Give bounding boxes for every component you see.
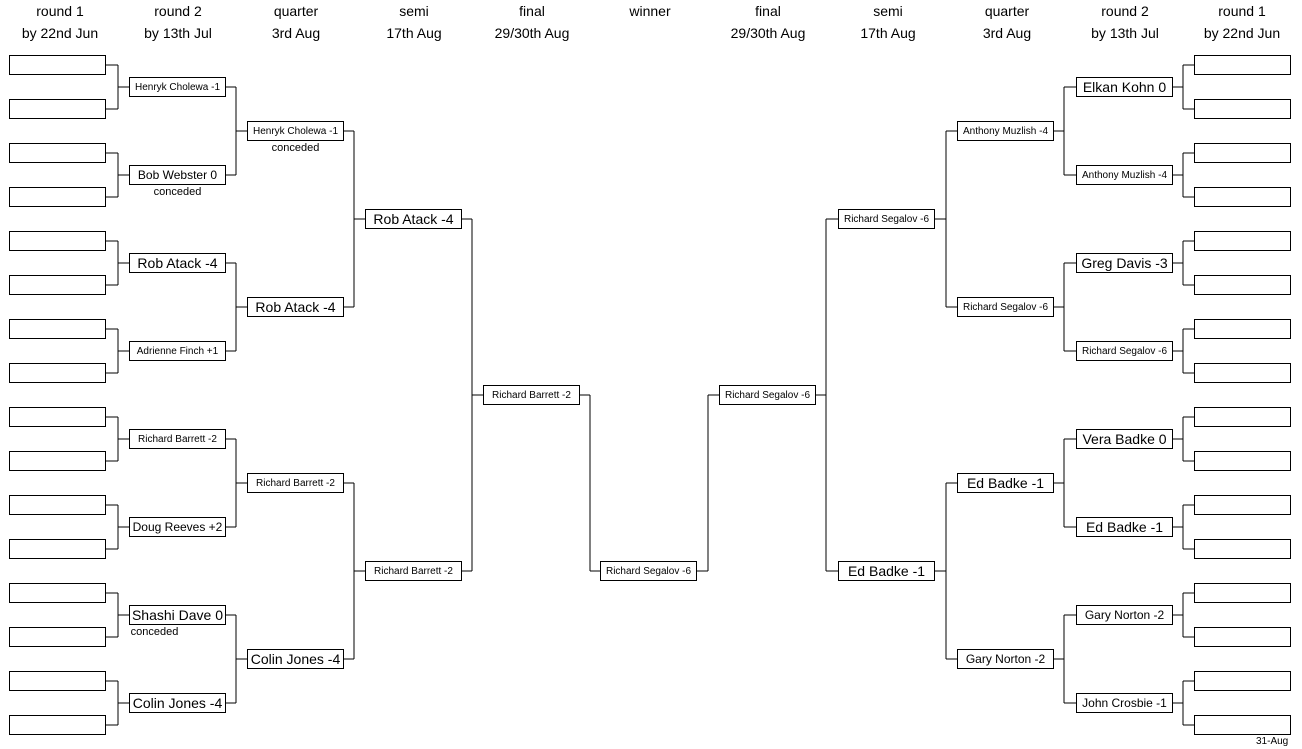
right-round2-entry: Vera Badke 0	[1076, 429, 1173, 449]
right-round1-slot	[1194, 451, 1291, 471]
right-round1-slot	[1194, 627, 1291, 647]
left-round1-slot	[9, 143, 106, 163]
right-round1-slot	[1194, 539, 1291, 559]
right-round1-slot	[1194, 187, 1291, 207]
right-semi-entry: Richard Segalov -6	[838, 209, 935, 229]
left-round1-slot	[9, 539, 106, 559]
right-round1-slot	[1194, 143, 1291, 163]
right-round1-slot	[1194, 231, 1291, 251]
right-quarter-entry: Anthony Muzlish -4	[957, 121, 1054, 141]
header-winner: winner	[629, 3, 671, 19]
left-semi-entry: Rob Atack -4	[365, 209, 462, 229]
conceded-note: conceded	[130, 626, 179, 638]
left-final-entry: Richard Barrett -2	[483, 385, 580, 405]
right-quarter-entry: Richard Segalov -6	[957, 297, 1054, 317]
left-round2-entry: Shashi Dave 0	[129, 605, 226, 625]
conceded-note: conceded	[271, 142, 320, 154]
left-round1-slot	[9, 495, 106, 515]
left-round1-slot	[9, 715, 106, 735]
left-round1-slot	[9, 671, 106, 691]
right-round2-entry: John Crosbie -1	[1076, 693, 1173, 713]
right-round1-slot	[1194, 363, 1291, 383]
right-round2-entry: Richard Segalov -6	[1076, 341, 1173, 361]
right-round1-slot	[1194, 55, 1291, 75]
right-quarter-entry: Gary Norton -2	[957, 649, 1054, 669]
right-round1-slot	[1194, 583, 1291, 603]
left-round2-entry: Henryk Cholewa -1	[129, 77, 226, 97]
left-quarter-entry: Colin Jones -4	[247, 649, 344, 669]
left-round1-slot	[9, 627, 106, 647]
left-round2-entry: Rob Atack -4	[129, 253, 226, 273]
left-round1-slot	[9, 363, 106, 383]
left-quarter-entry: Richard Barrett -2	[247, 473, 344, 493]
left-round2-entry: Adrienne Finch +1	[129, 341, 226, 361]
right-round2-entry: Elkan Kohn 0	[1076, 77, 1173, 97]
right-round2-entry: Anthony Muzlish -4	[1076, 165, 1173, 185]
left-round1-slot	[9, 99, 106, 119]
left-round2-entry: Doug Reeves +2	[129, 517, 226, 537]
footer-date: 31-Aug	[1256, 736, 1289, 747]
right-round1-slot	[1194, 99, 1291, 119]
left-round2-entry: Bob Webster 0	[129, 165, 226, 185]
left-round1-slot	[9, 319, 106, 339]
left-round1-slot	[9, 583, 106, 603]
left-round2-entry: Colin Jones -4	[129, 693, 226, 713]
right-semi-entry: Ed Badke -1	[838, 561, 935, 581]
left-semi-entry: Richard Barrett -2	[365, 561, 462, 581]
right-round1-slot	[1194, 275, 1291, 295]
right-round2-entry: Greg Davis -3	[1076, 253, 1173, 273]
right-final-entry: Richard Segalov -6	[719, 385, 816, 405]
right-round1-slot	[1194, 671, 1291, 691]
right-round1-slot	[1194, 715, 1291, 735]
left-quarter-entry: Henryk Cholewa -1	[247, 121, 344, 141]
right-round2-entry: Ed Badke -1	[1076, 517, 1173, 537]
left-round1-slot	[9, 407, 106, 427]
right-round1-slot	[1194, 319, 1291, 339]
left-round1-slot	[9, 231, 106, 251]
right-round1-slot	[1194, 407, 1291, 427]
winner-entry: Richard Segalov -6	[600, 561, 697, 581]
left-round1-slot	[9, 55, 106, 75]
left-round1-slot	[9, 187, 106, 207]
right-quarter-entry: Ed Badke -1	[957, 473, 1054, 493]
conceded-note: conceded	[153, 186, 202, 198]
right-round1-slot	[1194, 495, 1291, 515]
left-quarter-entry: Rob Atack -4	[247, 297, 344, 317]
left-round1-slot	[9, 451, 106, 471]
left-round1-slot	[9, 275, 106, 295]
left-round2-entry: Richard Barrett -2	[129, 429, 226, 449]
right-round2-entry: Gary Norton -2	[1076, 605, 1173, 625]
